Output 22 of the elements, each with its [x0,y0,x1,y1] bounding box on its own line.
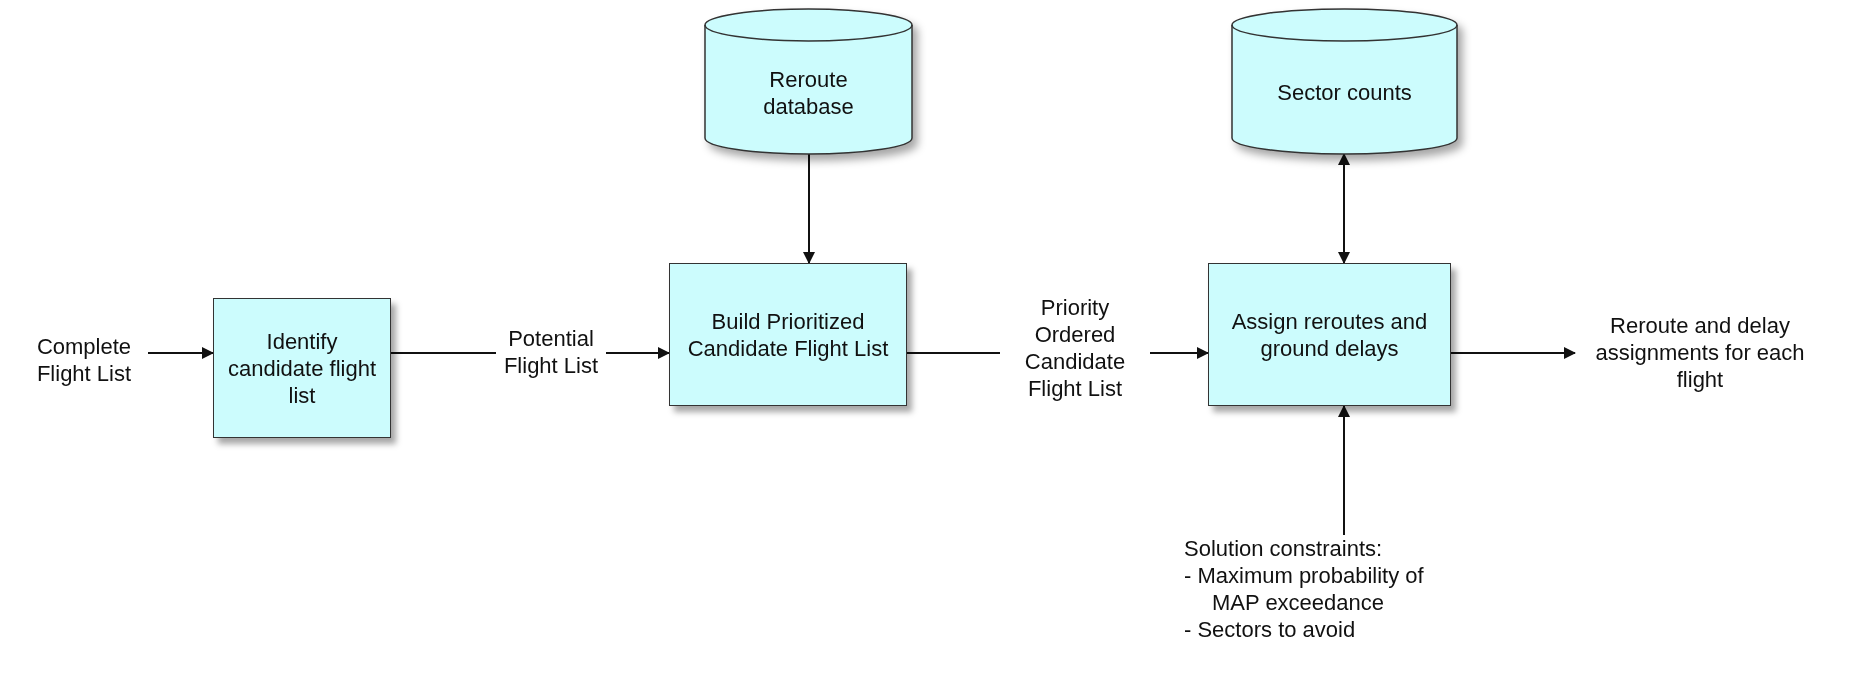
process-box [213,298,391,438]
node-label: Build Prioritized Candidate Flight List [686,307,890,362]
node-label: Assign reroutes and ground delays [1230,307,1429,362]
node-label: Priority Ordered Candidate Flight List [1023,294,1127,402]
node-label: Potential Flight List [502,325,600,379]
arrow [1338,405,1350,536]
constraint-note: - Maximum probability of MAP exceedance [1184,562,1425,616]
arrow [1338,153,1350,264]
node-label: Reroute database [762,65,855,120]
node-label: Sector counts [1277,79,1412,106]
node-label: Identify candidate flight list [227,327,377,409]
process-box [1208,263,1451,406]
constraint-note: Solution constraints: [1184,535,1383,562]
constraint-note: - Sectors to avoid [1184,616,1356,643]
arrow [147,347,214,359]
node-label: Complete Flight List [35,333,133,387]
arrow [1149,347,1209,359]
process-box [669,263,907,406]
arrow [605,347,670,359]
arrow [803,153,815,264]
arrow [1450,347,1576,359]
node-label: Reroute and delay assignments for each flight [1594,311,1806,393]
